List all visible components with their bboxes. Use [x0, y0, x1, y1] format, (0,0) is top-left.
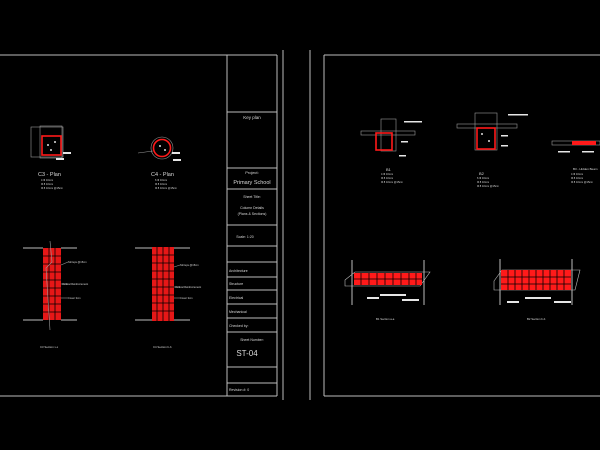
- electrical-label: Electrical: [229, 296, 243, 300]
- c3-section-label: Cover 3cm: [68, 296, 81, 300]
- c3-plan-title: C3 - Plan: [38, 172, 61, 178]
- b1-note: Φ 8 10mm @15cm: [381, 180, 403, 184]
- right-sheet-frame: [323, 54, 600, 397]
- b1-title: B1: [386, 167, 392, 172]
- structure-label: Structure: [229, 282, 243, 286]
- sheet-number: ST-04: [236, 349, 258, 358]
- b1-note: Φ 8 10mm: [381, 176, 393, 180]
- c4-section-label: Cover 3cm: [180, 296, 193, 300]
- b1-section-title: B1 Section a-a: [376, 317, 395, 321]
- c4-plan-title: C4 - Plan: [151, 172, 174, 178]
- b3-note: Φ 8 10mm @15cm: [571, 180, 593, 184]
- architecture-label: Architecture: [229, 269, 248, 273]
- c4-plan-note: Φ 8 10mm: [155, 182, 167, 186]
- b2-note: Φ 8 10mm: [477, 180, 489, 184]
- c4-section-title: C4 Section b-b: [153, 345, 172, 349]
- sheet-title-line1: Column Details: [240, 206, 264, 210]
- b2-section-title: B2 Section b-b: [527, 317, 546, 321]
- c3-section-title: C3 Section x-x: [40, 345, 59, 349]
- b2-note: 6 Φ 16mm: [477, 176, 489, 180]
- b1-note: 4 Φ 16mm: [381, 172, 393, 176]
- sheet-title-label: Sheet Title:: [243, 195, 261, 199]
- c4-plan-note: 6 Φ 16mm: [155, 178, 167, 182]
- b3-hidden-beam-detail[interactable]: B3 - Hidden Beam 4 Φ 16mm Φ 8 10mm Φ 8 1…: [551, 140, 600, 184]
- b2-note: Φ 8 10mm @15cm: [477, 184, 499, 188]
- c3-section-label: Vertical Reinforcement: [62, 282, 88, 286]
- c4-section-label: Vertical Reinforcement: [175, 285, 201, 289]
- c4-section-detail[interactable]: Stirrups @15cm Vertical Reinforcement Co…: [135, 247, 201, 349]
- c4-section-label: Stirrups @15cm: [180, 263, 199, 267]
- title-block: Key plan Project: Primary School Sheet T…: [227, 111, 277, 392]
- project-label: Project:: [245, 170, 259, 175]
- c3-section-detail[interactable]: Stirrups @15cm Vertical Reinforcement Co…: [23, 240, 88, 349]
- revision-label: Revision #: 0: [229, 388, 249, 392]
- b1-detail[interactable]: B1 4 Φ 16mm Φ 8 10mm Φ 8 10mm @15cm: [360, 118, 422, 184]
- key-plan-label: Key plan: [243, 115, 261, 120]
- c3-plan-note: Φ 8 10mm: [41, 182, 53, 186]
- b1-section-detail[interactable]: B1 Section a-a: [344, 260, 431, 321]
- scale-label: Scale: 1:20: [236, 235, 254, 239]
- b3-note: 4 Φ 16mm: [571, 172, 583, 176]
- b2-section-detail[interactable]: B2 Section b-b: [493, 259, 581, 321]
- c3-section-label: Stirrups @15cm: [68, 260, 87, 264]
- c3-plan-note: Φ 8 10mm @15cm: [41, 186, 63, 190]
- c4-plan-note: Φ 8 10mm @15cm: [155, 186, 177, 190]
- sheet-title-line2: (Plans & Sections): [238, 212, 267, 216]
- separator-lines: [282, 50, 311, 400]
- checked-by-label: Checked by:: [229, 324, 248, 328]
- c3-plan-detail[interactable]: C3 - Plan 4 Φ 16mm Φ 8 10mm Φ 8 10mm @15…: [30, 125, 71, 190]
- b2-detail[interactable]: B2 6 Φ 16mm Φ 8 10mm Φ 8 10mm @15cm: [456, 112, 528, 188]
- b2-title: B2: [479, 171, 485, 176]
- project-name: Primary School: [233, 180, 270, 186]
- sheet-number-label: Sheet Number:: [240, 338, 264, 342]
- c4-plan-detail[interactable]: C4 - Plan 6 Φ 16mm Φ 8 10mm Φ 8 10mm @15…: [137, 136, 181, 190]
- mechanical-label: Mechanical: [229, 310, 247, 314]
- b3-note: Φ 8 10mm: [571, 176, 583, 180]
- c3-plan-note: 4 Φ 16mm: [41, 178, 53, 182]
- b3-title: B3 - Hidden Beam: [573, 167, 598, 171]
